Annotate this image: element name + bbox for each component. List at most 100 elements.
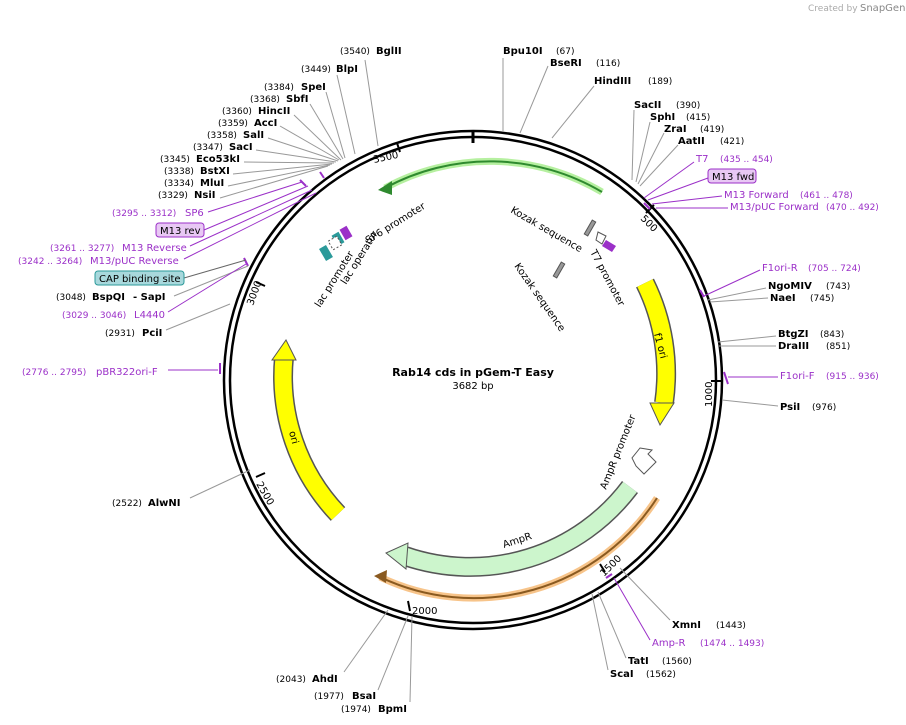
enzyme-ngomiv[interactable]: NgoMIV — [768, 281, 812, 292]
kozak-box-2 — [552, 261, 566, 279]
primer-m13-puc-forward[interactable]: M13/pUC Forward — [730, 202, 819, 213]
enzyme-alwni-pos: (2522) — [112, 499, 142, 509]
ori-arrow-head — [271, 339, 297, 361]
enzyme-draiii[interactable]: DraIII — [778, 341, 809, 352]
enzyme-hincii-pos: (3360) — [222, 107, 252, 117]
insert-arrow-line — [384, 160, 603, 193]
enzyme-nsii-pos: (3329) — [158, 191, 188, 201]
enzyme-nsii[interactable]: NsiI — [194, 190, 215, 201]
primer-f1ori-f[interactable]: F1ori-F — [780, 371, 815, 382]
primer-m13-reverse[interactable]: M13 Reverse — [122, 243, 187, 254]
enzyme-psii[interactable]: PsiI — [780, 402, 800, 413]
enzyme-tati-pos: (1560) — [662, 657, 692, 667]
enzyme-eco53ki-pos: (3345) — [160, 155, 190, 165]
kozak-label-1: Kozak sequence — [509, 205, 584, 255]
enzyme-draiii-pos: (851) — [826, 342, 850, 352]
feature-m13-fwd[interactable]: M13 fwd — [712, 172, 754, 183]
m13-rev-box — [155, 222, 205, 238]
enzyme-spei[interactable]: SpeI — [301, 82, 326, 93]
enzyme-sacii-pos: (390) — [676, 101, 700, 111]
enzyme-hincii[interactable]: HincII — [258, 106, 290, 117]
t7-promoter-arrow — [595, 231, 607, 245]
enzyme-bspqi[interactable]: BspQI — [92, 292, 125, 303]
orange-arrow-line — [379, 497, 658, 600]
enzyme-bpu10i[interactable]: Bpu10I — [503, 46, 543, 57]
primer-f1ori-r[interactable]: F1ori-R — [762, 263, 798, 274]
primer-marks — [219, 171, 729, 579]
enzyme-bseri[interactable]: BseRI — [550, 58, 582, 69]
enzyme-mlui[interactable]: MluI — [200, 178, 224, 189]
primer-l4440[interactable]: L4440 — [134, 310, 165, 321]
enzyme-zrai[interactable]: ZraI — [664, 124, 687, 135]
enzyme-aatii-pos: (421) — [720, 137, 744, 147]
enzyme-hindiii[interactable]: HindIII — [594, 76, 631, 87]
enzyme-sapi[interactable]: - SapI — [133, 292, 165, 303]
t7-primer-mark — [602, 240, 616, 252]
enzyme-scai[interactable]: ScaI — [610, 669, 634, 680]
enzyme-blpi-pos: (3449) — [301, 65, 331, 75]
primer-f1ori-r-pos: (705 .. 724) — [808, 264, 861, 274]
cap-binding-site-box — [94, 270, 185, 286]
enzyme-ngomiv-pos: (743) — [826, 282, 850, 292]
enzyme-tati[interactable]: TatI — [628, 656, 649, 667]
enzyme-naei[interactable]: NaeI — [770, 293, 796, 304]
primer-l4440-pos: (3029 .. 3046) — [62, 311, 126, 321]
primer-amp-r-pos: (1474 .. 1493) — [700, 639, 764, 649]
enzyme-pcii[interactable]: PciI — [142, 328, 162, 339]
primer-sp6[interactable]: SP6 — [185, 208, 204, 219]
enzyme-pcii-pos: (2931) — [105, 329, 135, 339]
enzyme-bstxi-pos: (3338) — [164, 167, 194, 177]
enzyme-btgzi[interactable]: BtgZI — [778, 329, 809, 340]
enzyme-sphi-pos: (415) — [686, 113, 710, 123]
lac-operator-box — [327, 235, 343, 251]
left-labels: BglII (3540) BlpI (3449) SpeI (3384) Sbf… — [18, 46, 413, 715]
primer-pbr322ori-f[interactable]: pBR322ori-F — [96, 367, 158, 378]
enzyme-saci[interactable]: SacI — [229, 142, 253, 153]
primer-m13-puc-forward-pos: (470 .. 492) — [826, 203, 879, 213]
enzyme-bglii[interactable]: BglII — [376, 46, 402, 57]
enzyme-bpu10i-pos: (67) — [556, 47, 574, 57]
feature-cap-binding-site[interactable]: CAP binding site — [99, 274, 181, 285]
primer-t7-pos: (435 .. 454) — [720, 155, 773, 165]
lac-promoter-box — [319, 244, 333, 262]
primer-m13-forward-pos: (461 .. 478) — [800, 191, 853, 201]
enzyme-aatii[interactable]: AatII — [678, 136, 705, 147]
enzyme-bsai[interactable]: BsaI — [352, 691, 376, 702]
feature-m13-rev[interactable]: M13 rev — [160, 226, 201, 237]
enzyme-acci[interactable]: AccI — [254, 118, 277, 129]
enzyme-scai-pos: (1562) — [646, 670, 676, 680]
enzyme-alwni[interactable]: AlwNI — [148, 498, 181, 509]
backbone-inner — [228, 135, 718, 625]
t7-promoter-label: T7 promoter — [587, 247, 627, 309]
enzyme-sphi[interactable]: SphI — [650, 112, 675, 123]
map-title: Rab14 cds in pGem-T Easy — [392, 366, 554, 379]
f1-ori-arrow-head — [649, 402, 675, 427]
enzyme-saci-pos: (3347) — [193, 143, 223, 153]
enzyme-blpi[interactable]: BlpI — [336, 64, 358, 75]
ampr-promoter-arrow — [631, 447, 657, 475]
primer-amp-r[interactable]: Amp-R — [652, 638, 686, 649]
f1-ori-fill — [637, 279, 675, 405]
enzyme-sali-pos: (3358) — [207, 131, 237, 141]
enzyme-bseri-pos: (116) — [596, 59, 620, 69]
primer-t7[interactable]: T7 — [695, 154, 708, 165]
enzyme-ahdi-pos: (2043) — [276, 675, 306, 685]
tick-label-3000: 3000 — [245, 279, 264, 307]
enzyme-spei-pos: (3384) — [264, 83, 294, 93]
enzyme-sbfi-pos: (3368) — [250, 95, 280, 105]
tick-label-500: 500 — [638, 213, 659, 234]
primer-m13-forward[interactable]: M13 Forward — [724, 190, 789, 201]
enzyme-ahdi[interactable]: AhdI — [312, 674, 338, 685]
ampr-fill — [402, 481, 637, 576]
enzyme-xmni[interactable]: XmnI — [672, 620, 701, 631]
enzyme-bpmi[interactable]: BpmI — [378, 704, 407, 715]
enzyme-eco53ki[interactable]: Eco53kI — [196, 154, 240, 165]
enzyme-bsai-pos: (1977) — [314, 692, 344, 702]
primer-m13-puc-reverse[interactable]: M13/pUC Reverse — [90, 256, 179, 267]
enzyme-bstxi[interactable]: BstXI — [200, 166, 230, 177]
kozak-box-1 — [583, 219, 597, 237]
enzyme-sbfi[interactable]: SbfI — [286, 94, 308, 105]
enzyme-sacii[interactable]: SacII — [634, 100, 661, 111]
enzyme-sali[interactable]: SalI — [243, 130, 264, 141]
